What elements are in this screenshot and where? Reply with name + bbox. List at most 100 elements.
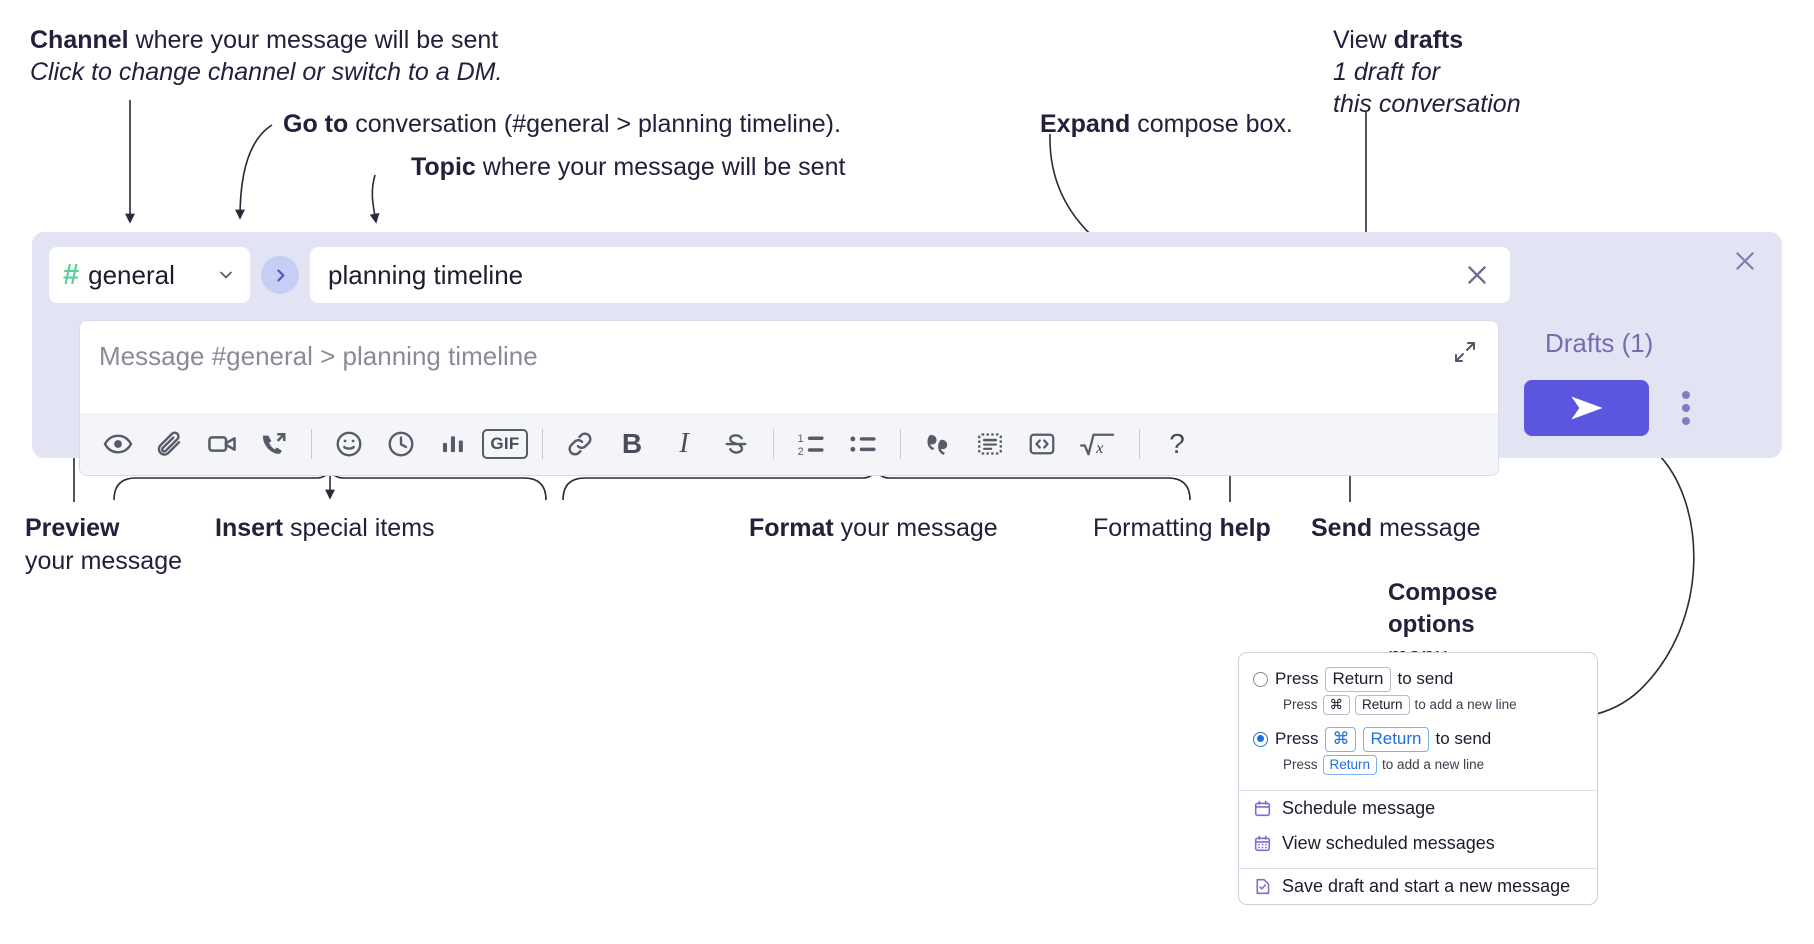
preview-button[interactable]	[92, 420, 144, 468]
text-pre: Press	[1283, 757, 1318, 773]
ordered-list-button[interactable]: 1 2	[785, 420, 837, 468]
text-post: to send	[1435, 729, 1492, 749]
annotation-topic-rest: where your message will be sent	[475, 153, 846, 181]
annotation-goto-rest: conversation (#general > planning timeli…	[348, 110, 841, 138]
text-pre: Press	[1275, 669, 1319, 689]
key-command: ⌘	[1322, 694, 1351, 716]
send-button[interactable]	[1524, 380, 1649, 436]
annotation-compose-options-2: options	[1388, 610, 1475, 641]
save-draft-icon	[1256, 879, 1270, 895]
compose-options-menu: Press Return to send Press ⌘ Return to a…	[1238, 652, 1598, 906]
italic-button[interactable]: I	[658, 420, 710, 468]
annotation-format-bold: Format	[749, 514, 834, 542]
menu-item-save-draft[interactable]: Save draft and start a new message	[1239, 869, 1597, 904]
math-button[interactable]: x	[1068, 420, 1128, 468]
text-post: to send	[1397, 669, 1454, 689]
annotation-send: Send message	[1311, 512, 1481, 544]
menu-divider	[1239, 868, 1597, 870]
annotation-format-rest: your message	[833, 514, 998, 542]
svg-text:x: x	[1095, 439, 1104, 457]
emoji-button[interactable]	[323, 420, 375, 468]
close-icon	[1736, 252, 1754, 270]
send-option-return-line2: Press ⌘ Return to add a new line	[1283, 694, 1583, 716]
blockquote-button[interactable]	[912, 420, 964, 468]
annotation-format: Format your message	[749, 512, 998, 544]
key-command: ⌘	[1325, 727, 1357, 752]
annotation-goto-bold: Go to	[283, 110, 349, 138]
annotation-drafts: View drafts	[1333, 24, 1463, 56]
quote-icon	[927, 434, 948, 455]
drafts-link[interactable]: Drafts (1)	[1545, 328, 1654, 358]
menu-item-label: Save draft and start a new message	[1282, 876, 1571, 897]
reminder-button[interactable]	[375, 420, 427, 468]
toolbar-separator	[1139, 429, 1140, 459]
audio-clip-button[interactable]	[248, 420, 300, 468]
bulleted-list-button[interactable]	[837, 420, 889, 468]
annotation-channel-sub: Click to change channel or switch to a D…	[30, 56, 502, 88]
key-return: Return	[1355, 694, 1410, 716]
goto-conversation-button[interactable]	[261, 256, 299, 294]
panel-close-button[interactable]	[1730, 246, 1760, 276]
gif-button[interactable]: GIF	[479, 420, 531, 468]
expand-compose-button[interactable]	[1450, 337, 1480, 367]
menu-item-view-scheduled[interactable]: View scheduled messages	[1239, 826, 1597, 861]
annotation-expand: Expand compose box.	[1040, 108, 1293, 140]
poll-button[interactable]	[427, 420, 479, 468]
toolbar-separator	[542, 429, 543, 459]
text-pre: Press	[1275, 729, 1319, 749]
radio-unselected[interactable]	[1253, 671, 1268, 687]
gif-label: GIF	[482, 429, 528, 459]
calendar-grid-icon	[1254, 835, 1271, 852]
toolbar-separator	[311, 429, 312, 459]
formatting-help-button[interactable]: ?	[1151, 420, 1203, 468]
annotation-insert: Insert special items	[215, 512, 435, 544]
bulleted-list-icon	[850, 436, 876, 452]
annotation-help-pre: Formatting	[1093, 514, 1220, 542]
bold-button[interactable]: B	[606, 420, 658, 468]
strikethrough-button[interactable]	[710, 420, 762, 468]
chevron-right-icon	[276, 268, 284, 282]
menu-item-schedule-message[interactable]: Schedule message	[1239, 791, 1597, 826]
ordered-list-icon: 1 2	[798, 433, 824, 458]
attachment-button[interactable]	[144, 420, 196, 468]
compose-header-row: # general planning timeline	[49, 247, 1510, 303]
code-block-icon	[1029, 433, 1055, 455]
annotation-preview-sub-text: your message	[25, 547, 183, 575]
annotation-send-rest: message	[1372, 514, 1481, 542]
paperclip-icon	[157, 431, 181, 456]
text-post: to add a new line	[1414, 697, 1517, 713]
annotation-goto: Go to conversation (#general > planning …	[283, 108, 841, 140]
annotation-help: Formatting help	[1093, 512, 1271, 544]
radio-selected[interactable]	[1253, 731, 1268, 747]
message-box: Message #general > planning timeline	[79, 320, 1499, 476]
expand-icon	[1455, 342, 1475, 362]
annotation-preview: Preview	[25, 512, 120, 544]
annotation-compose-options-1: Compose	[1388, 578, 1497, 609]
kebab-dot	[1682, 391, 1690, 399]
annotation-channel-sub-text: Click to change channel or switch to a D…	[30, 58, 503, 86]
code-block-button[interactable]	[1016, 420, 1068, 468]
channel-selector[interactable]: # general	[49, 247, 250, 303]
topic-clear-button[interactable]	[1462, 260, 1492, 290]
bar-chart-icon	[442, 436, 463, 453]
annotation-help-bold: help	[1219, 514, 1271, 542]
menu-item-label: Schedule message	[1282, 798, 1436, 819]
topic-field[interactable]: planning timeline	[310, 247, 1510, 303]
message-placeholder: Message #general > planning timeline	[99, 341, 538, 371]
video-camera-icon	[208, 436, 236, 452]
annotation-compose-options-bold1: Compose	[1388, 579, 1498, 606]
smiley-icon	[336, 431, 362, 457]
link-button[interactable]	[554, 420, 606, 468]
send-option-cmd-return[interactable]: Press ⌘ Return to send Press Return to a…	[1239, 723, 1597, 783]
key-return: Return	[1325, 667, 1391, 692]
annotation-channel: Channel where your message will be sent	[30, 24, 498, 56]
code-button[interactable]	[964, 420, 1016, 468]
annotation-topic: Topic where your message will be sent	[411, 151, 845, 183]
send-option-return[interactable]: Press Return to send Press ⌘ Return to a…	[1239, 663, 1597, 723]
video-clip-button[interactable]	[196, 420, 248, 468]
compose-options-button[interactable]	[1672, 388, 1700, 428]
annotation-expand-bold: Expand	[1040, 110, 1131, 138]
link-icon	[568, 432, 592, 456]
channel-name: general	[88, 259, 175, 290]
message-input[interactable]: Message #general > planning timeline	[80, 321, 1498, 413]
